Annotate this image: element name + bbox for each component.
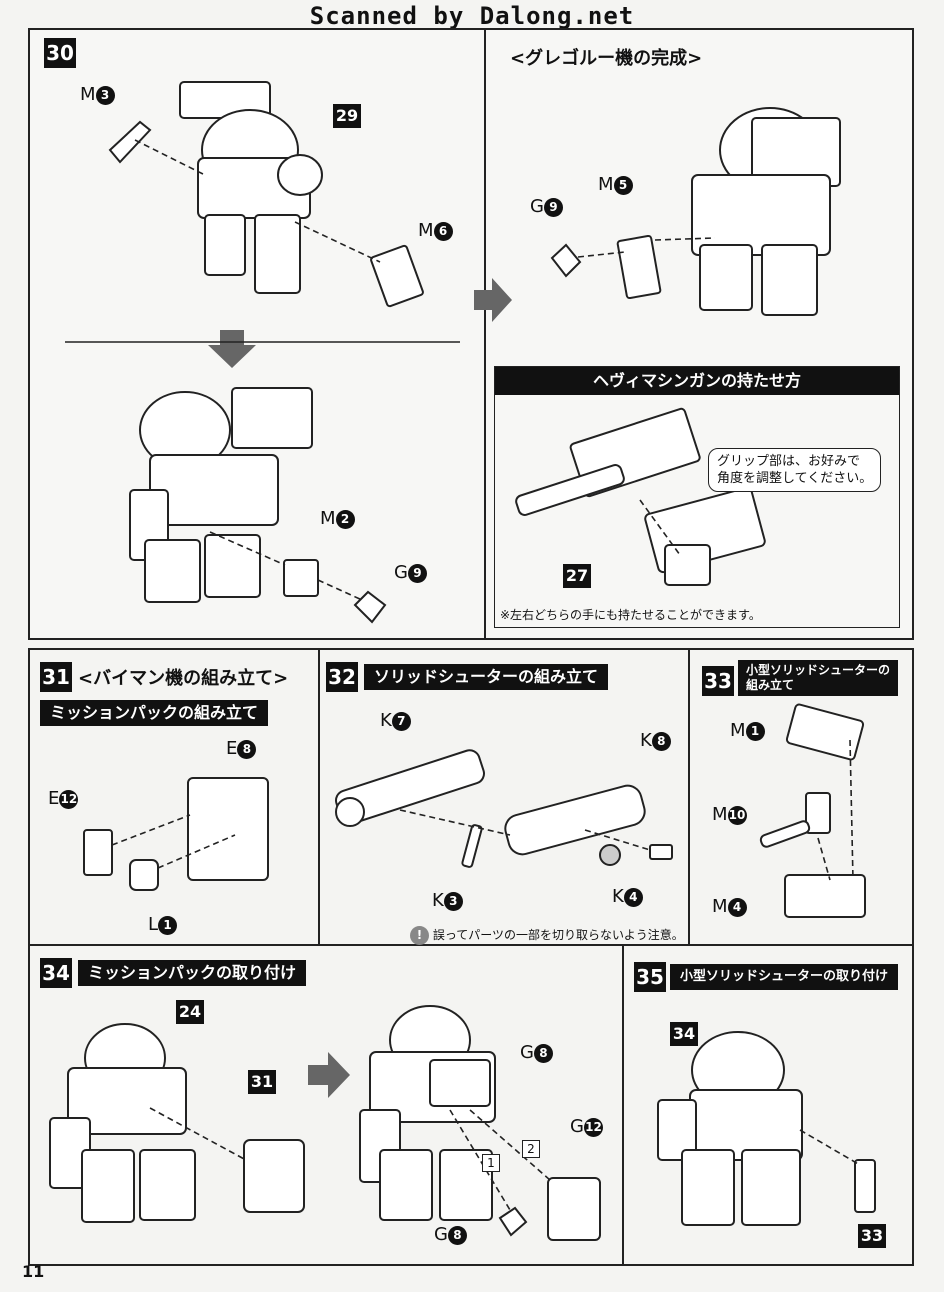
part-circle-g8-top: 8 xyxy=(533,1043,553,1063)
step34-order-2: 2 xyxy=(522,1140,540,1158)
step30-ref-29: 29 xyxy=(333,104,361,128)
part-circle-k4: 4 xyxy=(623,887,643,907)
step34-label-g12: G12 xyxy=(570,1116,603,1137)
part-circle-g12: 12 xyxy=(583,1117,603,1137)
part-circle-g8-bottom: 8 xyxy=(447,1225,467,1245)
part-circle-m6: 6 xyxy=(433,221,453,241)
step34-order-1: 1 xyxy=(482,1154,500,1172)
step-31-bar: ミッションパックの組み立て xyxy=(40,700,269,726)
divider-v-34-35 xyxy=(622,946,624,1264)
part-circle-g9-gregor: 9 xyxy=(543,197,563,217)
step-31-title: <バイマン機の組み立て> xyxy=(78,668,289,689)
step-33-number: 33 xyxy=(702,666,734,696)
step33-label-m10: M10 xyxy=(712,804,747,825)
gregor-complete-title: <グレゴルー機の完成> xyxy=(510,48,703,69)
step35-ref-33: 33 xyxy=(858,1224,886,1248)
part-circle-m5: 5 xyxy=(613,175,633,195)
step34-ref-31: 31 xyxy=(248,1070,276,1094)
heavy-mg-ref-27: 27 xyxy=(563,564,591,588)
part-circle-k3: 3 xyxy=(443,891,463,911)
step-31-number: 31 xyxy=(40,662,72,692)
step32-caution-note: ! 誤ってパーツの一部を切り取らないよう注意。 xyxy=(410,926,684,945)
heavy-mg-title-bar: ヘヴィマシンガンの持たせ方 xyxy=(495,367,899,395)
step-34-number: 34 xyxy=(40,958,72,988)
part-circle-e8: 8 xyxy=(237,739,257,759)
part-circle-m3: 3 xyxy=(95,85,115,105)
part-circle-m4: 4 xyxy=(727,897,747,917)
step35-ref-34: 34 xyxy=(670,1022,698,1046)
part-circle-m2: 2 xyxy=(335,509,355,529)
part-circle-e12: 12 xyxy=(59,789,79,809)
divider-h-bottom xyxy=(30,944,912,946)
part-circle-m1: 1 xyxy=(745,721,765,741)
step-35-number: 35 xyxy=(634,962,666,992)
part-circle-k7: 7 xyxy=(391,711,411,731)
step-34-bar: ミッションパックの取り付け xyxy=(78,960,307,986)
part-circle-k8: 8 xyxy=(651,731,671,751)
step-35-bar: 小型ソリッドシューターの取り付け xyxy=(670,964,899,990)
step-32-number: 32 xyxy=(326,662,358,692)
divider-vertical-top xyxy=(484,30,486,638)
part-circle-l1: 1 xyxy=(158,915,178,935)
step-33-bar: 小型ソリッドシューターの 組み立て xyxy=(738,660,899,696)
panel-heavy-mg xyxy=(494,366,900,628)
step-32-bar: ソリッドシューターの組み立て xyxy=(364,664,609,690)
divider-v-32-33 xyxy=(688,650,690,944)
panel-bottom xyxy=(28,648,914,1266)
page-number: 11 xyxy=(22,1262,45,1281)
step31-label-e12: E12 xyxy=(48,788,79,809)
step-30-number: 30 xyxy=(44,38,76,68)
part-circle-m10: 10 xyxy=(727,805,747,825)
divider-v-31-32 xyxy=(318,650,320,944)
step34-ref-24: 24 xyxy=(176,1000,204,1024)
heavy-mg-note: ※左右どちらの手にも持たせることができます。 xyxy=(500,608,761,622)
part-circle-g9: 9 xyxy=(407,563,427,583)
caution-icon: ! xyxy=(410,926,429,945)
page-header: Scanned by Dalong.net xyxy=(309,2,635,30)
grip-callout: グリップ部は、お好みで 角度を調整してください。 xyxy=(708,448,882,492)
